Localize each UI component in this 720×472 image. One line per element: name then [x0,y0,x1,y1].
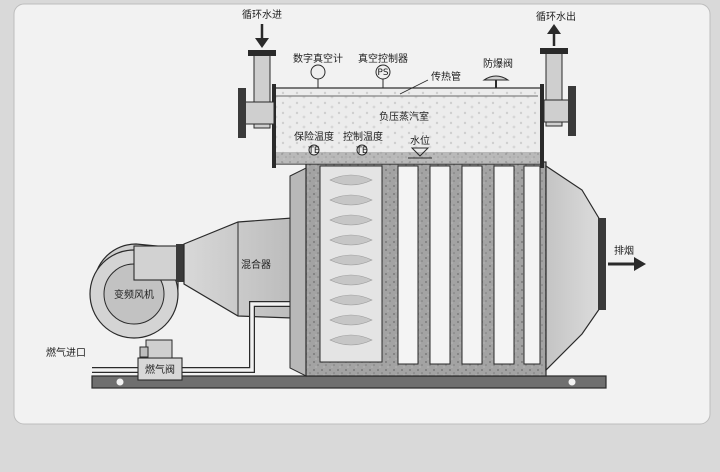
heat-pipe-label: 传热管 [431,70,461,83]
gas-valve [137,339,183,381]
gas-valve-label: 燃气阀 [145,363,175,376]
explosion-valve [482,75,510,88]
vacuum-controller-label: 真空控制器 [358,52,408,65]
exhaust-label: 排烟 [614,244,634,257]
steam-chamber-label: 负压蒸汽室 [379,110,429,123]
furnace-body [289,161,547,377]
vacuum-gauge [310,64,326,88]
protect-temp-sensor: TE [307,144,320,156]
fan-label: 变频风机 [114,288,154,301]
vacuum-controller-symbol: PS [377,68,388,78]
gas-inlet-label: 燃气进口 [46,346,86,359]
mixer-label: 混合器 [241,258,271,271]
water-in-label: 循环水进 [242,8,282,21]
explosion-valve-label: 防爆阀 [483,57,513,70]
exhaust-hood [545,164,606,372]
water-level-marker [408,147,432,159]
vacuum-controller: PS [375,64,391,88]
heat-pipe-leader [399,79,429,95]
protect-temp-label: 保险温度 [294,130,334,143]
control-temp-label: 控制温度 [343,130,383,143]
exhaust-arrow [608,257,646,271]
fan [89,243,184,339]
water-out-arrow [547,24,561,46]
vacuum-gauge-label: 数字真空计 [293,52,343,65]
water-in-arrow [255,24,269,48]
water-out-label: 循环水出 [536,10,576,23]
water-level-label: 水位 [410,134,430,147]
control-temp-sensor: TE [355,144,368,156]
water-out-pipe [540,48,576,136]
flames [329,174,373,346]
water-in-pipe [238,50,276,138]
protect-temp-symbol: TE [307,146,319,156]
control-temp-symbol: TE [355,146,367,156]
